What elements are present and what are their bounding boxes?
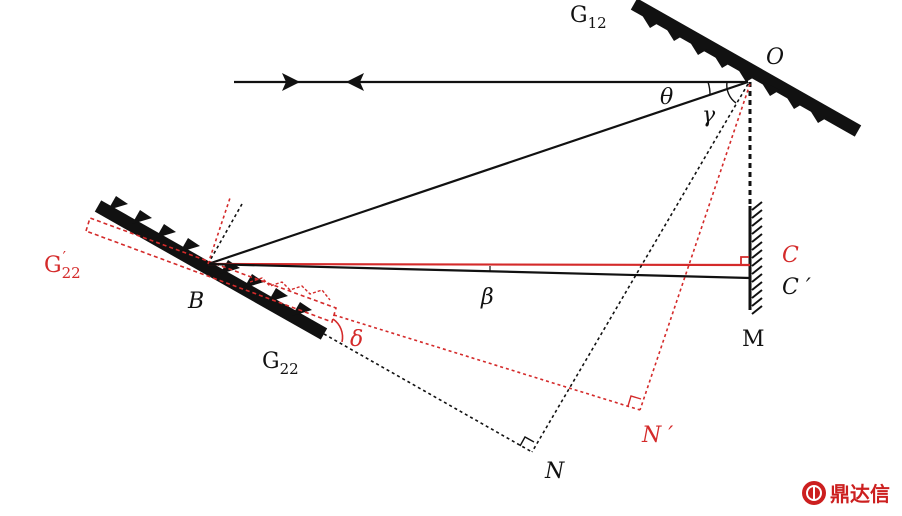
right-angle-n bbox=[519, 436, 535, 447]
label-m: M bbox=[742, 327, 765, 352]
mirror-m bbox=[748, 201, 763, 315]
grating-g12 bbox=[630, 0, 862, 137]
arc-gamma bbox=[726, 81, 737, 104]
label-g12: G12 bbox=[570, 3, 607, 32]
dashed-g22-n bbox=[323, 333, 533, 453]
label-n: N bbox=[544, 459, 565, 484]
dashed-g22p-nprime bbox=[333, 314, 641, 411]
dashed-o-n bbox=[531, 83, 749, 453]
ray-b-cprime bbox=[207, 262, 751, 280]
label-beta: β bbox=[480, 285, 494, 310]
label-g22: G22 bbox=[262, 349, 299, 378]
watermark-logo: 鼎达信 bbox=[802, 481, 890, 506]
arc-theta bbox=[707, 81, 711, 96]
right-angle-nprime bbox=[627, 395, 642, 407]
grating-g22 bbox=[94, 196, 328, 340]
label-o: O bbox=[766, 45, 784, 70]
right-angle-c bbox=[740, 256, 749, 265]
ray-b-c bbox=[207, 262, 751, 267]
grating-g22-prime bbox=[85, 216, 337, 324]
label-gamma: γ bbox=[702, 103, 716, 128]
label-b: B bbox=[187, 289, 204, 314]
arrow-right-icon bbox=[282, 73, 300, 91]
arrow-left-icon bbox=[346, 73, 364, 91]
label-g22-prime: G22′ bbox=[44, 248, 81, 282]
dashed-o-nprime bbox=[639, 83, 751, 411]
label-c: C bbox=[782, 243, 799, 268]
label-c-prime: C ′ bbox=[782, 275, 811, 300]
incident-beam bbox=[234, 73, 748, 91]
ray-o-b bbox=[207, 80, 749, 266]
logo-text: 鼎达信 bbox=[830, 482, 890, 506]
arc-delta bbox=[332, 318, 344, 343]
label-n-prime: N ′ bbox=[641, 423, 673, 448]
label-theta: θ bbox=[660, 85, 673, 110]
label-delta: δ bbox=[350, 327, 363, 352]
